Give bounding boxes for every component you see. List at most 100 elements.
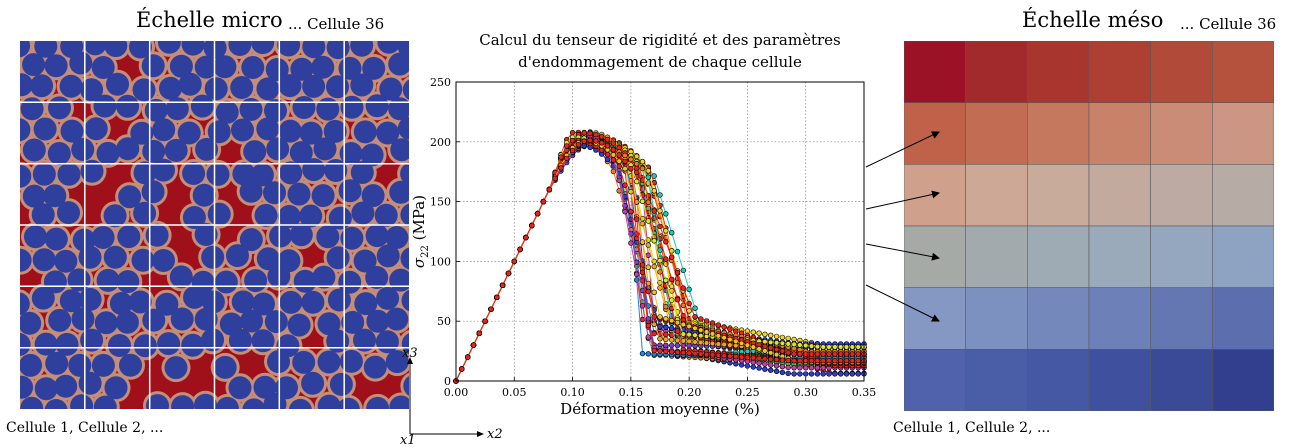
data-point bbox=[604, 143, 611, 149]
meso-cell bbox=[1211, 102, 1274, 165]
meso-cell bbox=[1088, 102, 1152, 165]
fiber bbox=[83, 41, 107, 56]
fiber bbox=[22, 138, 46, 162]
connector-arrow bbox=[865, 190, 940, 210]
data-point bbox=[464, 354, 471, 360]
data-point bbox=[779, 364, 786, 370]
data-point bbox=[791, 371, 797, 377]
data-point bbox=[849, 371, 855, 377]
data-point bbox=[639, 221, 646, 227]
data-point bbox=[826, 344, 832, 350]
fiber bbox=[30, 74, 54, 98]
fiber bbox=[20, 73, 33, 97]
data-point bbox=[634, 169, 640, 176]
data-point bbox=[855, 371, 861, 377]
fiber bbox=[94, 311, 118, 335]
data-point bbox=[756, 355, 762, 362]
data-point bbox=[680, 285, 686, 291]
y-axis-label-symbol: σ bbox=[410, 257, 428, 268]
data-point bbox=[593, 138, 599, 144]
data-point bbox=[814, 371, 821, 377]
fiber bbox=[301, 290, 325, 314]
fiber bbox=[164, 356, 188, 380]
fiber bbox=[340, 226, 364, 250]
data-point bbox=[540, 198, 547, 205]
connector-arrow bbox=[865, 284, 940, 322]
data-point bbox=[645, 322, 652, 329]
fiber bbox=[243, 140, 267, 164]
data-point bbox=[779, 369, 786, 376]
fiber bbox=[181, 41, 205, 56]
fiber bbox=[34, 377, 58, 401]
data-point bbox=[698, 339, 704, 346]
fiber bbox=[115, 310, 139, 334]
data-point bbox=[744, 348, 751, 355]
data-point bbox=[680, 338, 686, 344]
fiber bbox=[374, 203, 398, 227]
data-point bbox=[604, 156, 611, 163]
data-point bbox=[692, 314, 698, 320]
data-point bbox=[534, 210, 541, 217]
data-point bbox=[820, 344, 826, 350]
meso-cell bbox=[904, 41, 967, 104]
fiber bbox=[91, 353, 115, 377]
fiber bbox=[350, 41, 374, 57]
data-point bbox=[476, 330, 483, 336]
fiber bbox=[54, 249, 78, 273]
data-point bbox=[604, 151, 611, 158]
fiber bbox=[165, 97, 189, 121]
fiber bbox=[287, 182, 311, 206]
fiber bbox=[78, 371, 102, 395]
fiber bbox=[20, 292, 30, 316]
fiber bbox=[256, 77, 280, 101]
fiber bbox=[70, 394, 94, 409]
fiber bbox=[385, 307, 409, 331]
fiber bbox=[67, 268, 91, 292]
fiber bbox=[183, 285, 206, 309]
x1-text: x1 bbox=[400, 433, 416, 447]
fiber bbox=[397, 116, 409, 140]
fiber bbox=[400, 162, 409, 186]
fiber bbox=[329, 372, 353, 396]
data-point bbox=[669, 297, 675, 303]
data-point bbox=[651, 330, 657, 337]
data-point bbox=[663, 211, 669, 217]
data-point bbox=[838, 351, 844, 357]
fiber bbox=[362, 56, 386, 80]
fiber bbox=[207, 120, 231, 144]
data-point bbox=[820, 351, 826, 357]
fiber bbox=[20, 353, 42, 377]
data-point bbox=[814, 358, 821, 364]
fiber bbox=[376, 121, 400, 145]
fiber bbox=[361, 184, 385, 208]
fiber bbox=[93, 94, 117, 118]
data-point bbox=[639, 198, 646, 205]
fiber bbox=[60, 119, 84, 143]
meso-cell bbox=[1150, 225, 1213, 289]
data-point bbox=[639, 350, 646, 357]
connector-arrow bbox=[865, 131, 940, 168]
data-point bbox=[768, 367, 774, 373]
y-tick-label: 200 bbox=[430, 136, 451, 149]
fiber bbox=[45, 351, 69, 375]
fiber bbox=[20, 41, 31, 58]
fiber bbox=[96, 268, 120, 292]
data-point bbox=[634, 271, 640, 278]
fiber bbox=[170, 307, 194, 331]
fiber bbox=[177, 121, 201, 145]
data-point bbox=[575, 141, 582, 148]
data-point bbox=[616, 163, 622, 170]
fiber bbox=[256, 247, 280, 271]
data-point bbox=[843, 344, 850, 350]
data-point bbox=[634, 153, 640, 160]
data-point bbox=[768, 332, 774, 338]
fiber bbox=[400, 203, 409, 226]
data-point bbox=[511, 258, 518, 265]
data-point bbox=[663, 256, 669, 262]
fiber bbox=[277, 41, 301, 57]
x3-label: x3 bbox=[402, 346, 418, 361]
fiber bbox=[91, 226, 115, 249]
data-point bbox=[639, 158, 646, 165]
meso-cell bbox=[1211, 41, 1274, 104]
fiber bbox=[313, 137, 337, 161]
